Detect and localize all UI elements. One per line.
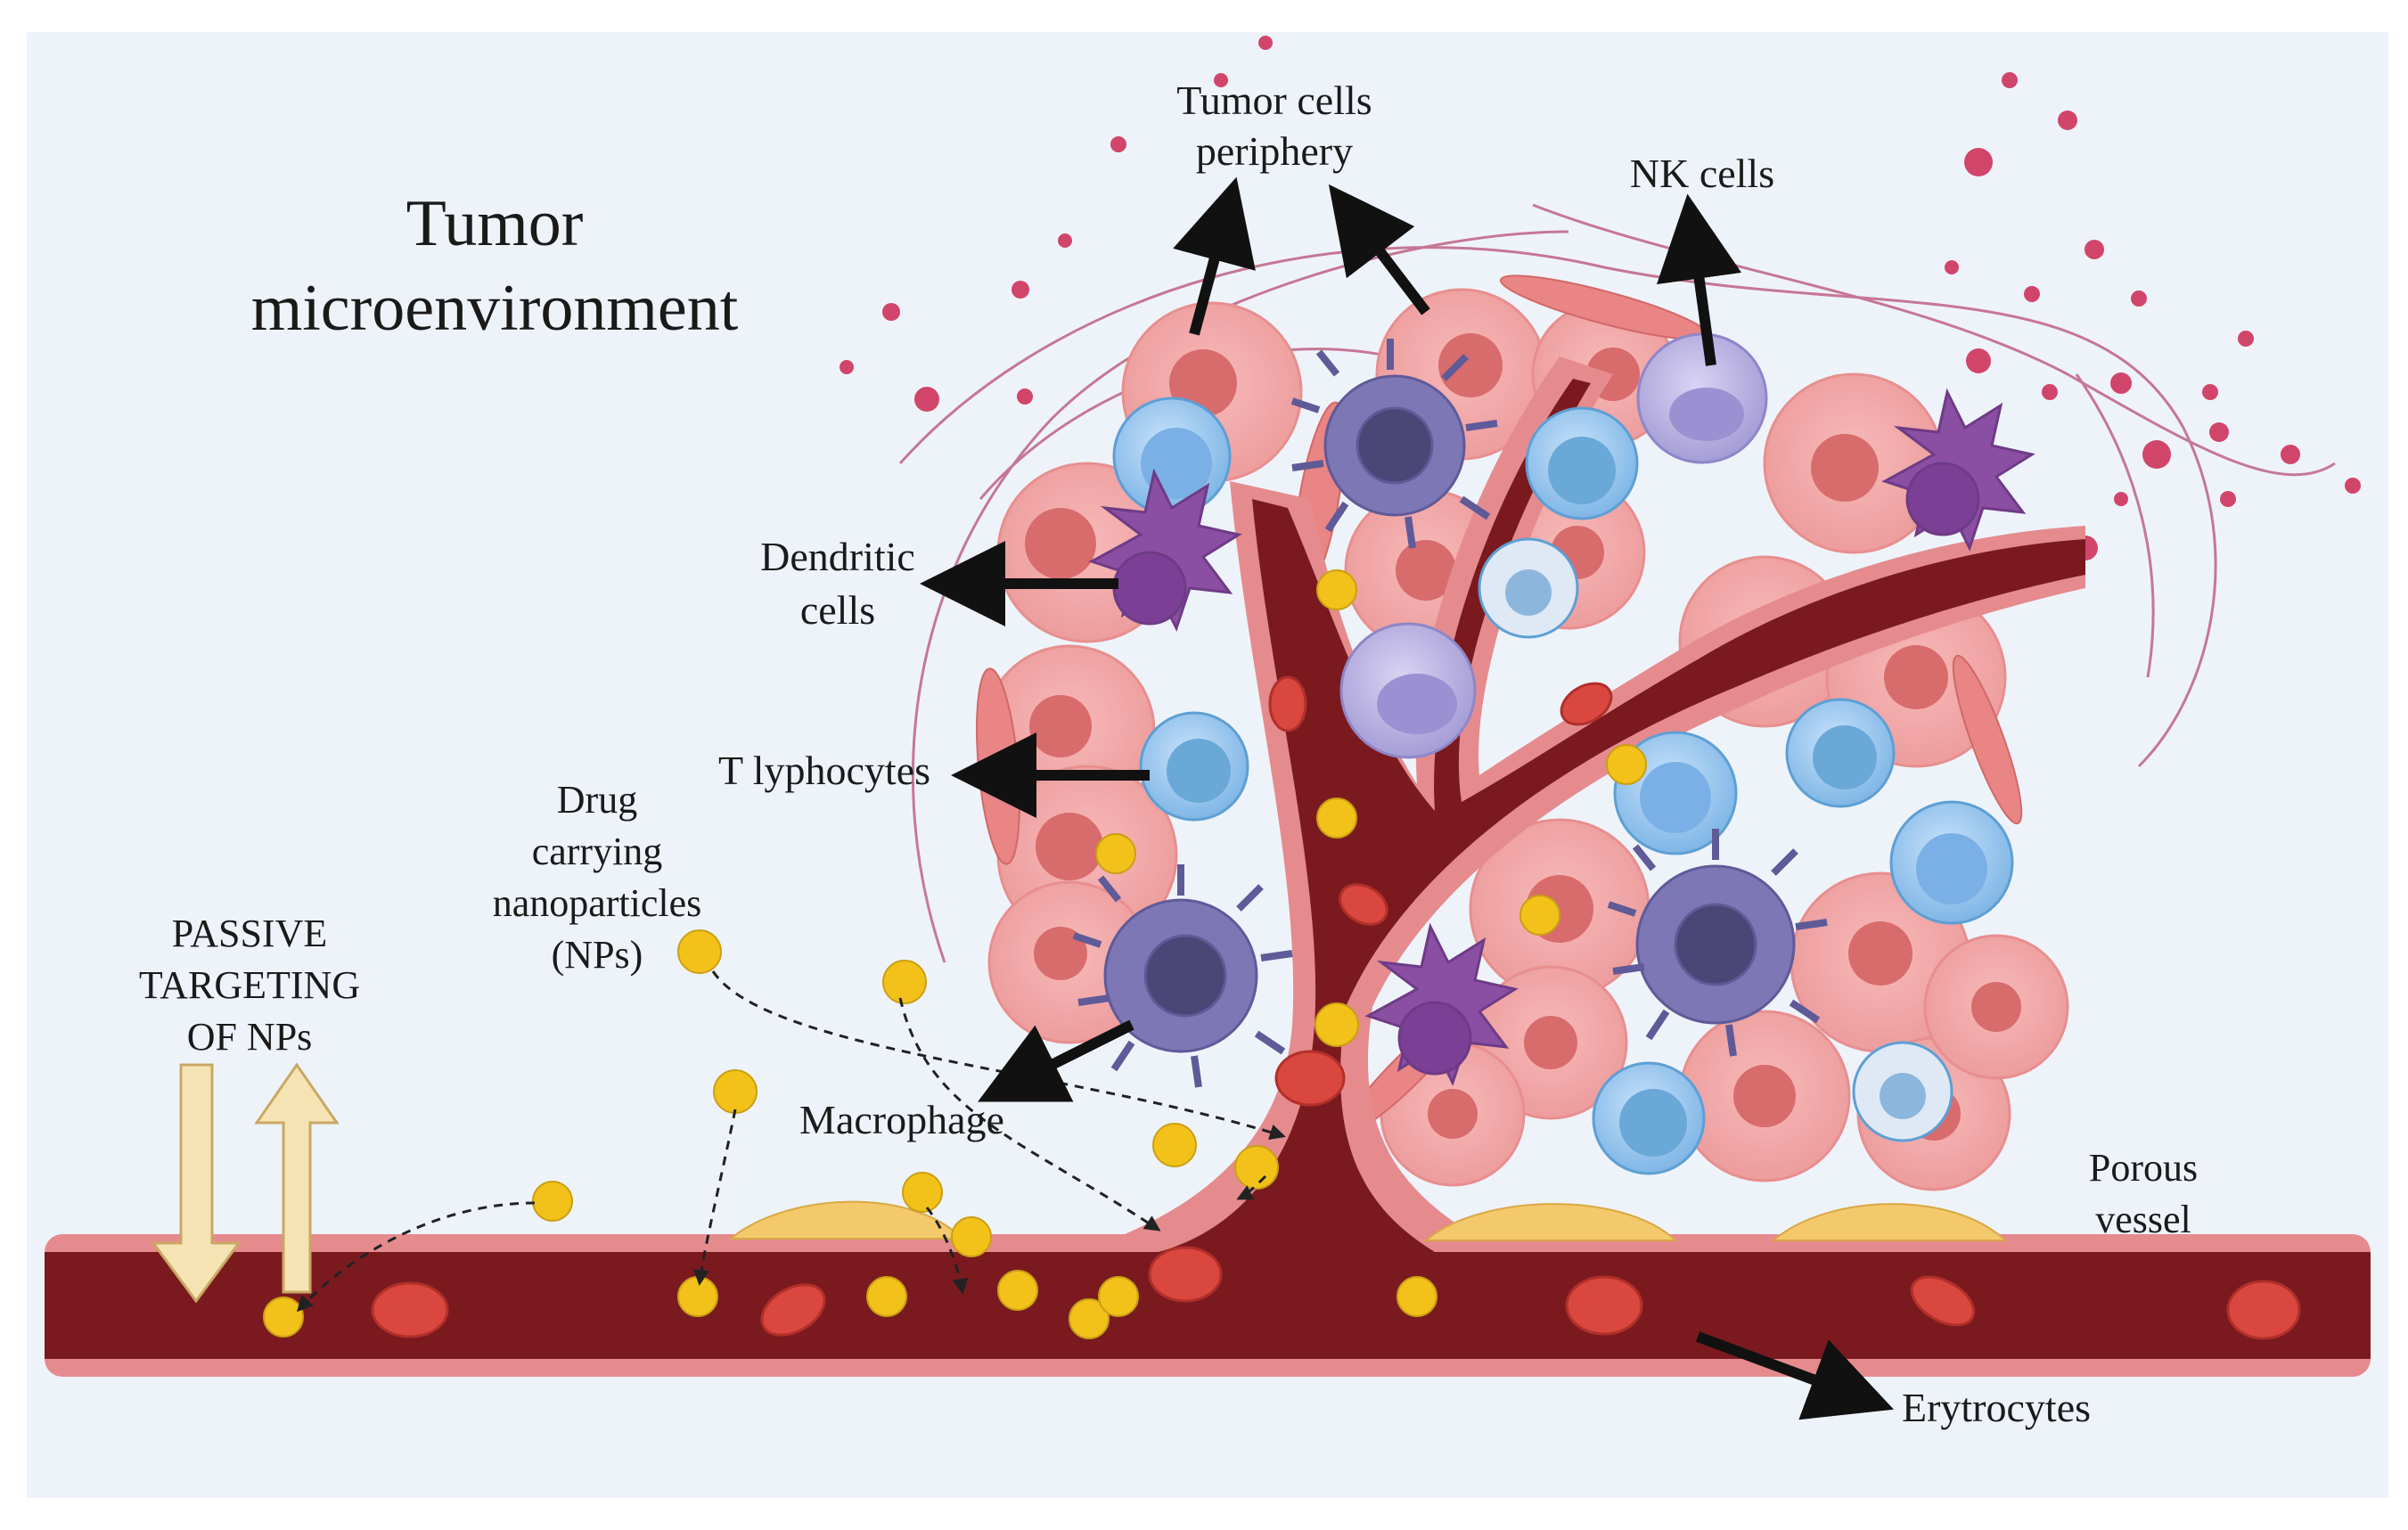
erythrocytes [371,675,2301,1340]
nanoparticles [263,569,1647,1339]
dendritic-cell [1088,468,1242,632]
tumor-cell [1763,372,1945,554]
label-drug-nps-1: Drug [557,778,637,822]
arrow-macrophage [978,1019,1134,1102]
label-dendritic-1: Dendritic [760,534,915,579]
label-erythrocytes: Erytrocytes [1902,1385,2091,1430]
label-porous-vessel-1: Porous [2089,1146,2198,1190]
label-passive-1: PASSIVE [172,912,327,955]
label-passive-3: OF NPs [187,1015,313,1059]
t-cell [1478,537,1579,639]
nk-cells [1339,332,1768,759]
title-line-2: microenvironment [251,272,739,345]
t-cell [1785,698,1896,808]
t-cell [1852,1041,1953,1142]
macrophages [1072,339,1828,1088]
label-macrophage: Macrophage [799,1097,1004,1142]
tumor-cell [1678,1010,1851,1182]
passive-targeting-arrows [151,1062,340,1304]
endothelial-cells [728,1200,2008,1241]
arrow-nk-cells [1657,193,1742,366]
t-cell [1112,397,1232,516]
t-cell [1889,800,2014,925]
label-drug-nps-4: (NPs) [552,933,643,977]
text-labels: Tumor microenvironment Tumor cells perip… [139,78,2198,1430]
label-passive-2: TARGETING [139,963,360,1007]
dendritic-cell [1881,388,2035,552]
macrophage-cell [1607,829,1828,1057]
tumor-cell [1923,934,2069,1080]
t-lymphocytes [1112,397,2014,1175]
branch-vessel-lumen [1159,379,2085,1252]
t-cell [1525,406,1639,520]
label-dendritic-2: cells [800,587,875,633]
up-arrow [254,1062,340,1294]
label-tumor-periphery-2: periphery [1196,128,1353,174]
label-drug-nps-3: nanoparticles [493,881,702,925]
down-arrow [151,1063,242,1304]
arrow-tumor-periphery-2 [1328,184,1430,315]
label-t-lymphocytes: T lyphocytes [718,748,930,793]
tumor-cell [1469,818,1650,1000]
nk-cell [1339,622,1477,759]
label-tumor-periphery-1: Tumor cells [1176,78,1372,123]
dendritic-cell [1364,922,1519,1086]
label-nk-cells: NK cells [1630,151,1774,196]
t-cell [1139,711,1249,822]
arrow-tumor-periphery-1 [1173,176,1256,336]
macrophage-cell [1290,339,1498,549]
title-line-1: Tumor [406,187,584,260]
nk-cell [1636,332,1768,464]
label-porous-vessel-2: vessel [2095,1198,2191,1241]
label-arrows [920,176,1894,1420]
macrophage-cell [1072,864,1293,1088]
np-trajectories [296,970,1286,1313]
label-drug-nps-2: carrying [532,830,663,873]
arrow-erythrocytes [1695,1331,1894,1420]
t-cell [1592,1061,1706,1175]
dendritic-cells [1088,388,2035,1086]
